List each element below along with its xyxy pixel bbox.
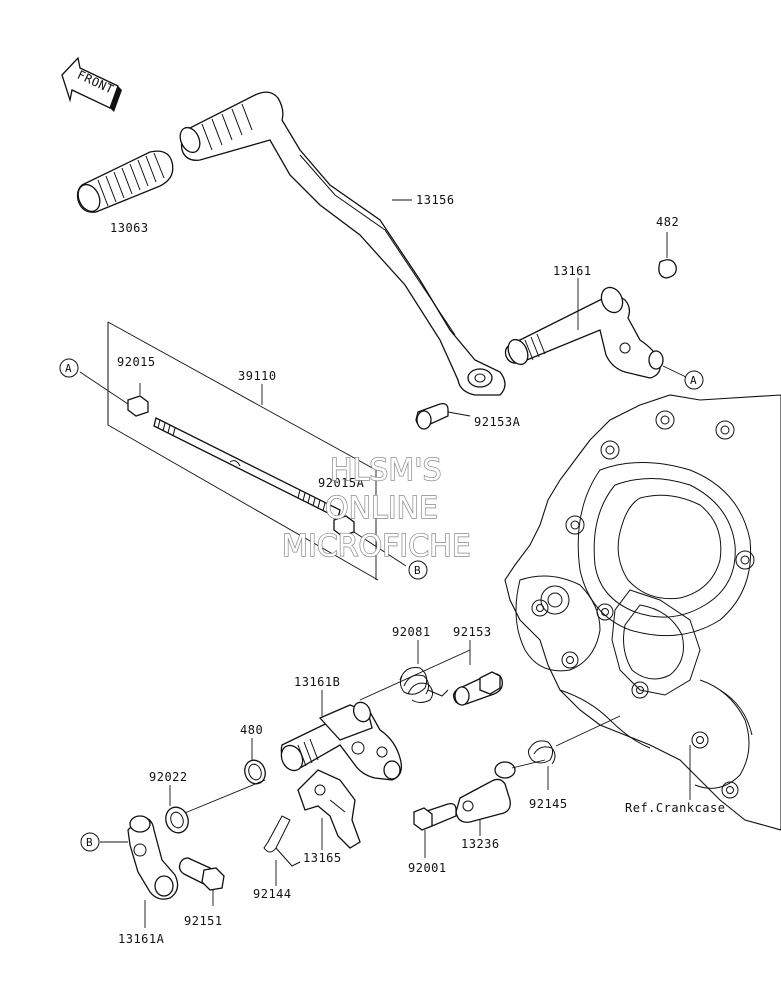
pedal-rubber-13063 (76, 150, 174, 213)
label-92022: 92022 (149, 770, 188, 784)
callout-a-upper-left: A (59, 358, 79, 378)
shift-shaft-13161 (504, 278, 664, 379)
svg-text:A: A (65, 362, 72, 375)
bolt-92001 (413, 802, 457, 858)
svg-text:A: A (690, 374, 697, 387)
label-92151: 92151 (184, 914, 223, 928)
label-92145: 92145 (529, 797, 568, 811)
label-482: 482 (656, 215, 679, 229)
snap-ring-480 (179, 738, 266, 816)
plate-13165 (297, 769, 361, 850)
svg-text:B: B (86, 836, 93, 849)
label-13161B: 13161B (294, 675, 340, 689)
watermark-line-3: MICROFICHE (282, 529, 471, 564)
arm-13161A (100, 815, 179, 928)
callout-a-right: A (662, 365, 704, 390)
label-39110: 39110 (238, 369, 277, 383)
bracket-13236 (455, 759, 546, 836)
watermark: HLSM'S ONLINE MICROFICHE (281, 452, 471, 564)
snap-ring-482 (658, 232, 677, 279)
label-13161: 13161 (553, 264, 592, 278)
svg-text:B: B (414, 564, 421, 577)
label-13063: 13063 (110, 221, 149, 235)
watermark-line-2: ONLINE (325, 491, 438, 526)
label-13161A: 13161A (118, 932, 165, 946)
label-reference-crankcase: Ref.Crankcase (625, 801, 725, 815)
label-92015: 92015 (117, 355, 156, 369)
label-92153A: 92153A (474, 415, 521, 429)
bolt-92153A (415, 402, 471, 430)
watermark-line-1: HLSM'S (330, 453, 442, 488)
shift-pedal-13156 (179, 91, 506, 396)
label-92153: 92153 (453, 625, 492, 639)
label-480: 480 (240, 723, 263, 737)
bolt-92151 (178, 857, 225, 906)
callout-b-center: B (408, 560, 428, 580)
callout-b-lower-left: B (80, 832, 100, 852)
label-92144: 92144 (253, 887, 292, 901)
shift-shaft-13161B (280, 649, 471, 781)
bolt-92153 (452, 640, 503, 706)
label-13165: 13165 (303, 851, 342, 865)
front-arrow-icon: FRONT (61, 56, 122, 112)
crankcase-outline (504, 394, 781, 831)
label-92001: 92001 (408, 861, 447, 875)
spring-92081 (399, 640, 449, 703)
tie-rod-assembly-39110 (79, 321, 407, 581)
label-92015A: 92015A (318, 476, 365, 490)
label-13236: 13236 (461, 837, 500, 851)
spring-92144 (263, 815, 301, 886)
label-13156: 13156 (416, 193, 455, 207)
washer-92022 (165, 785, 189, 834)
spring-92145 (527, 715, 621, 790)
label-92081: 92081 (392, 625, 431, 639)
